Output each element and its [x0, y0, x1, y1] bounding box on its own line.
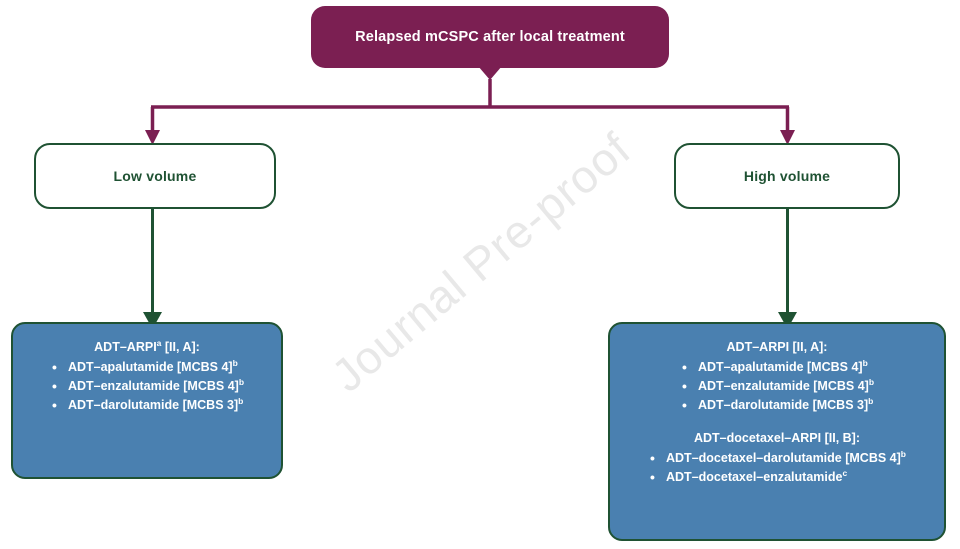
footnote-marker: c [842, 468, 848, 479]
treatment-list-item: ADT–darolutamide [MCBS 3]b [50, 395, 244, 416]
treatment-group-header: ADT–ARPIa [II, A]: [94, 337, 200, 354]
treatment-group-header: ADT–ARPI [II, A]: [726, 340, 828, 354]
treatment-list: ADT–apalutamide [MCBS 4]bADT–enzalutamid… [50, 357, 245, 416]
node-low-volume-treatments[interactable]: ADT–ARPIa [II, A]: ADT–apalutamide [MCBS… [11, 322, 283, 479]
treatment-list-item: ADT–apalutamide [MCBS 4]b [50, 357, 244, 378]
node-relapsed-mcspc[interactable]: Relapsed mCSPC after local treatment [311, 6, 669, 68]
treatment-list: ADT–docetaxel–darolutamide [MCBS 4]bADT–… [648, 448, 906, 488]
footnote-marker: b [238, 376, 245, 387]
treatment-list-item: ADT–docetaxel–darolutamide [MCBS 4]b [648, 448, 906, 469]
treatment-list-item: ADT–docetaxel–enzalutamidec [648, 467, 906, 488]
treatment-list-item: ADT–enzalutamide [MCBS 4]b [680, 376, 875, 397]
treatment-list: ADT–apalutamide [MCBS 4]bADT–enzalutamid… [680, 357, 875, 416]
footnote-marker: a [156, 337, 162, 348]
footnote-marker: b [232, 357, 238, 368]
node-relapsed-mcspc-pointer [478, 66, 502, 80]
treatment-list-item: ADT–apalutamide [MCBS 4]b [680, 357, 874, 378]
footnote-marker: b [900, 449, 906, 460]
treatment-group: ADT–docetaxel–ARPI [II, B]: ADT–docetaxe… [620, 429, 934, 488]
node-low-volume-label: Low volume [113, 168, 197, 184]
treatment-group-header: ADT–docetaxel–ARPI [II, B]: [693, 431, 860, 446]
footnote-marker: b [868, 376, 875, 387]
node-low-volume[interactable]: Low volume [34, 143, 276, 209]
node-relapsed-mcspc-label: Relapsed mCSPC after local treatment [355, 29, 625, 45]
treatment-list-item: ADT–darolutamide [MCBS 3]b [680, 395, 874, 416]
treatment-list-item: ADT–enzalutamide [MCBS 4]b [50, 376, 245, 397]
footnote-marker: b [868, 395, 874, 406]
node-high-volume[interactable]: High volume [674, 143, 900, 209]
node-high-volume-treatments[interactable]: ADT–ARPI [II, A]: ADT–apalutamide [MCBS … [608, 322, 946, 541]
footnote-marker: b [862, 357, 868, 368]
treatment-group: ADT–ARPI [II, A]: ADT–apalutamide [MCBS … [620, 338, 934, 416]
treatment-group: ADT–ARPIa [II, A]: ADT–apalutamide [MCBS… [23, 337, 271, 417]
footnote-marker: b [238, 395, 244, 406]
node-high-volume-label: High volume [743, 168, 831, 184]
